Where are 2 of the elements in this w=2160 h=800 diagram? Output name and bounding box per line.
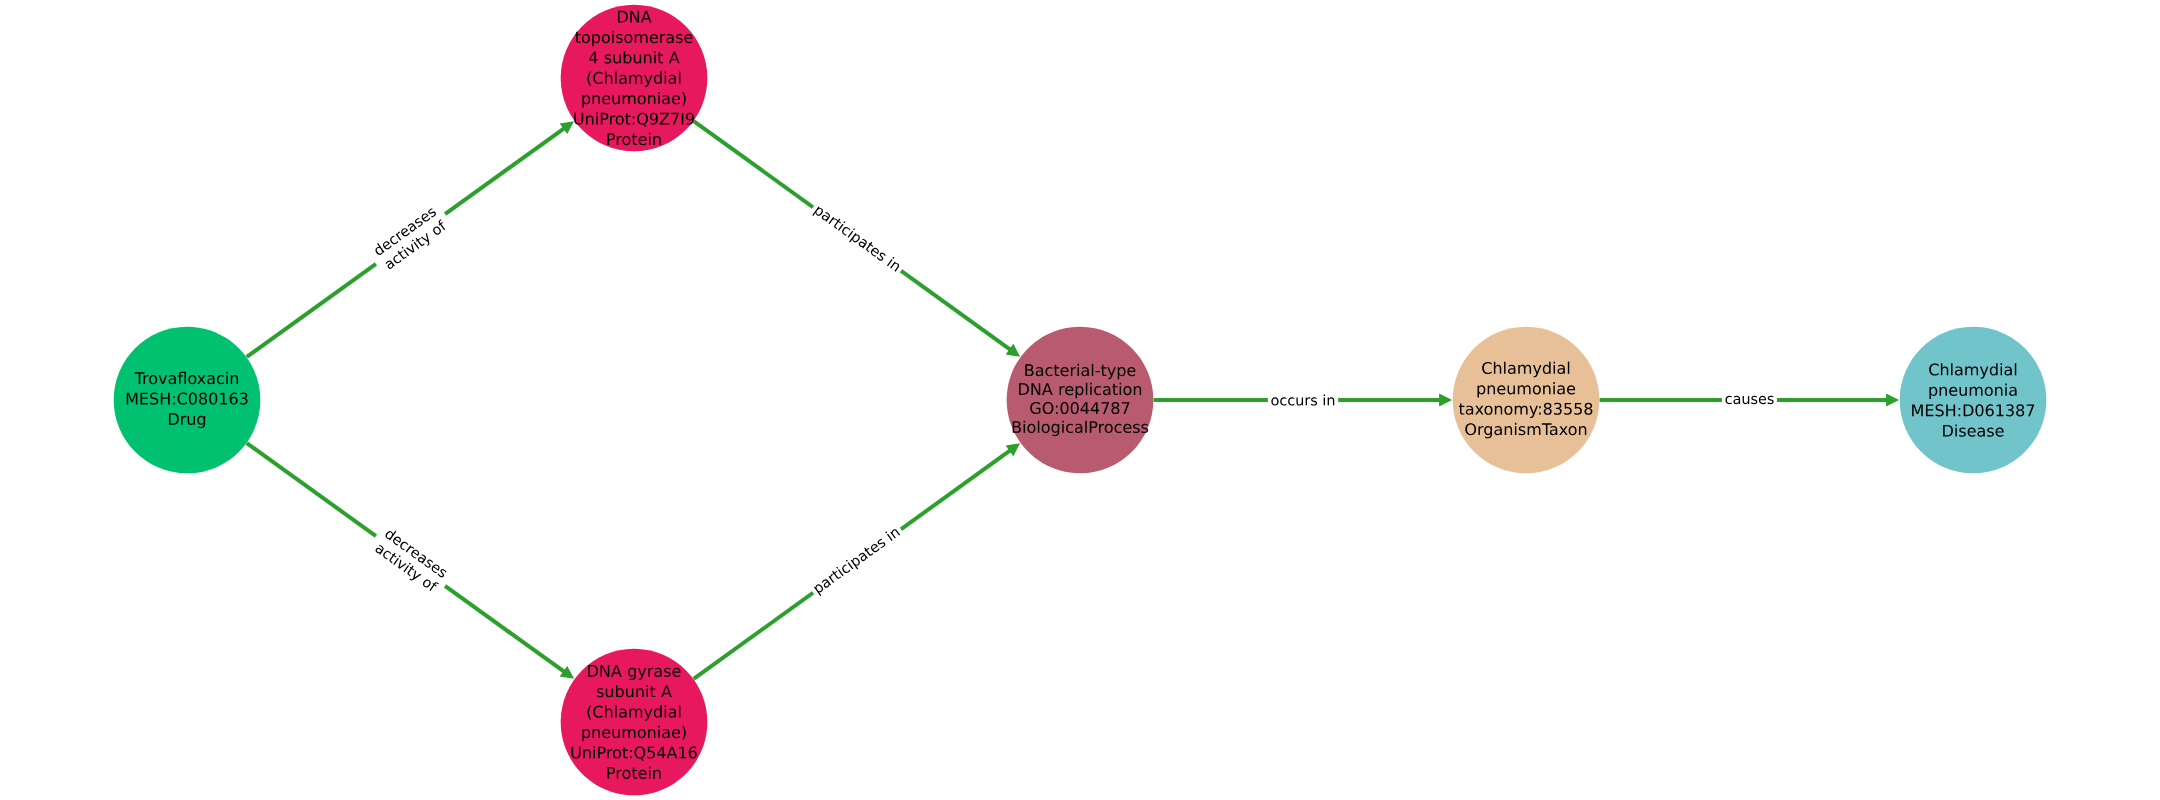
edge-label: occurs in bbox=[1267, 391, 1339, 409]
edge-label: causes bbox=[1722, 393, 1778, 407]
